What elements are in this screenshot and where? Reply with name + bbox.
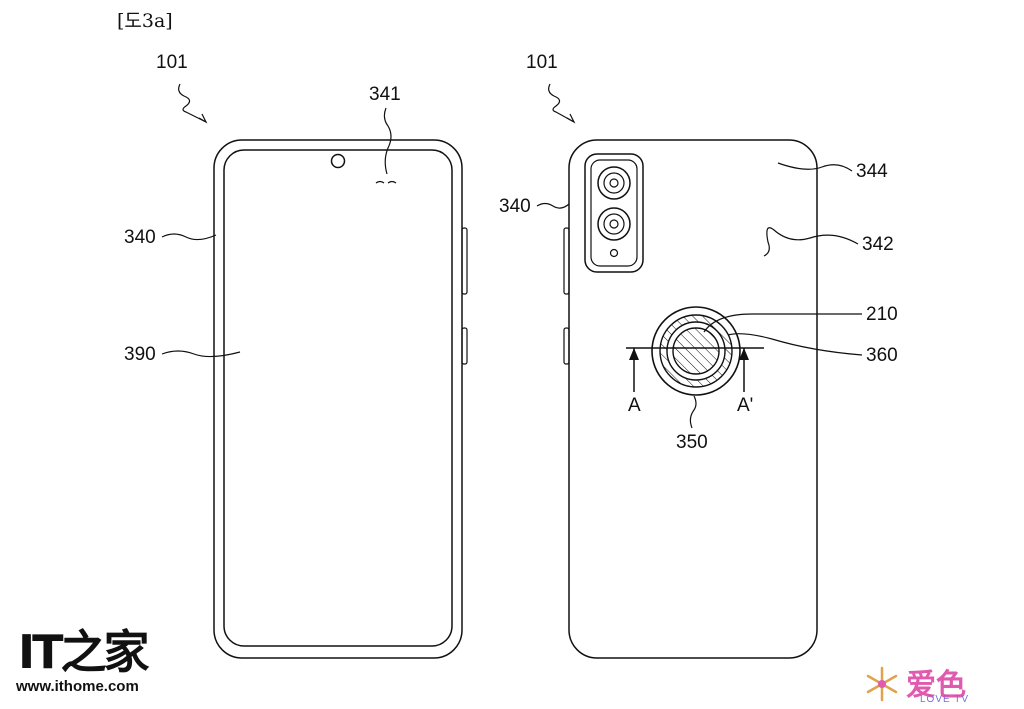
label-window: 360	[866, 345, 898, 366]
section-arrow-a-head	[629, 348, 639, 360]
module-window	[672, 327, 720, 375]
sensor-mark	[375, 180, 397, 184]
ithome-watermark: IT之家 www.ithome.com	[14, 616, 164, 706]
label-sensor: 341	[369, 84, 401, 105]
leader-device-rear-arrow	[566, 113, 576, 124]
label-device-front: 101	[156, 52, 188, 73]
figure-caption: [도3a]	[117, 10, 173, 32]
label-device-rear: 101	[526, 52, 558, 73]
camera-lens-2-core	[609, 219, 619, 229]
front-camera-hole	[330, 153, 346, 169]
front-view: 101 341 340 390	[124, 52, 468, 659]
rear-power-button	[563, 327, 570, 365]
sensor-module	[651, 306, 741, 396]
rear-volume-button	[563, 227, 570, 295]
leader-housing-rear	[536, 202, 570, 209]
leader-device-rear	[548, 83, 575, 123]
leader-device-front	[178, 83, 207, 123]
label-display: 390	[124, 344, 156, 365]
section-arrow-a-prime-head	[739, 348, 749, 360]
leader-back-cover	[777, 162, 853, 172]
leader-back-plate	[763, 227, 859, 257]
power-button	[461, 327, 468, 365]
camera-lens-2	[597, 207, 631, 241]
label-back-cover: 344	[856, 161, 888, 182]
ithome-url: www.ithome.com	[16, 678, 139, 695]
camera-lens-1-inner	[603, 172, 625, 194]
label-ring: 210	[866, 304, 898, 325]
label-section-a-prime: A'	[737, 395, 753, 416]
rear-view: A A' 101 340 344 342 210 360 350	[499, 52, 898, 659]
snowflake-icon	[866, 666, 898, 702]
camera-lens-1-core	[609, 178, 619, 188]
leader-window	[727, 333, 863, 356]
lovetv-logo: 爱色	[906, 668, 966, 703]
camera-bump-outer	[584, 153, 644, 273]
rear-housing-outline	[568, 139, 818, 659]
leader-sensor	[383, 107, 392, 175]
camera-lens-2-inner	[603, 213, 625, 235]
front-display-area	[223, 149, 453, 647]
leader-housing-front	[161, 233, 217, 241]
lovetv-caption: LOVE TV	[920, 694, 970, 705]
camera-bump-inner	[590, 159, 638, 267]
label-back-plate: 342	[862, 234, 894, 255]
ithome-logo: IT之家	[18, 625, 149, 679]
leader-device-front-arrow	[198, 113, 208, 124]
label-housing-front: 340	[124, 227, 156, 248]
label-module: 350	[676, 432, 708, 453]
leader-ring	[703, 313, 862, 333]
volume-button	[461, 227, 468, 295]
camera-flash	[609, 248, 619, 258]
camera-lens-1	[597, 166, 631, 200]
label-housing-rear: 340	[499, 196, 531, 217]
leader-display	[161, 350, 241, 358]
lovetv-watermark: 爱色 LOVE TV	[862, 660, 1002, 708]
leader-module	[689, 395, 697, 429]
label-section-a: A	[628, 395, 641, 416]
front-housing-outline	[213, 139, 463, 659]
